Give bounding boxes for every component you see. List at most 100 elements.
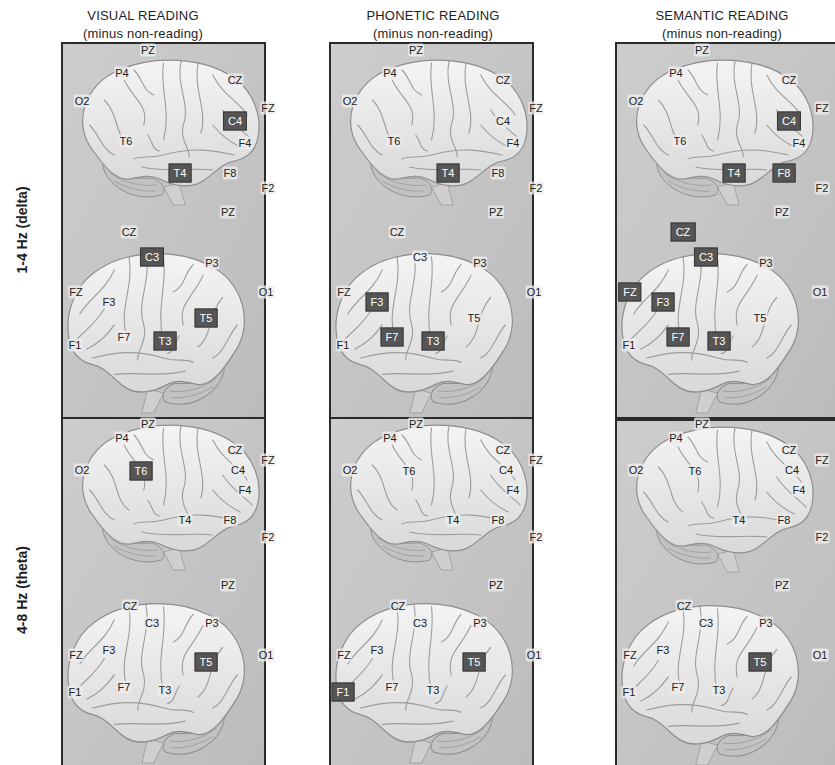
electrode-label: F1 (336, 339, 351, 352)
highlighted-electrode: C4 (223, 112, 247, 131)
electrode-label: T3 (712, 684, 727, 697)
electrode-label: CZ (781, 74, 798, 87)
electrode-label: PZ (140, 44, 156, 57)
electrode-label: P3 (472, 617, 487, 630)
electrode-label: CZ (676, 226, 691, 239)
electrode-label: F8 (223, 514, 238, 527)
column-heading: (minus non-reading) (83, 26, 203, 41)
electrode-label: T4 (174, 167, 187, 180)
electrode-label: O1 (812, 286, 829, 299)
highlighted-electrode: F3 (652, 293, 675, 312)
electrode-label: F7 (672, 331, 685, 344)
electrode-label: F7 (117, 681, 132, 694)
electrode-label: CZ (389, 226, 406, 239)
electrode-label: F3 (102, 644, 117, 657)
row-heading: 4-8 Hz (theta) (14, 546, 30, 634)
electrode-label: O1 (812, 649, 829, 662)
electrode-label: F2 (529, 182, 544, 195)
electrode-label: FZ (814, 102, 829, 115)
electrode-label: FZ (260, 454, 275, 467)
electrode-label: F3 (657, 296, 670, 309)
electrode-label: O1 (526, 286, 543, 299)
highlighted-electrode: F1 (332, 683, 355, 702)
electrode-label: F4 (792, 484, 807, 497)
electrode-label: P3 (204, 257, 219, 270)
electrode-label: F2 (815, 531, 830, 544)
electrode-label: F2 (261, 531, 276, 544)
electrode-label: F1 (68, 686, 83, 699)
electrode-label: F2 (261, 182, 276, 195)
electrode-label: F7 (386, 331, 399, 344)
electrode-label: FZ (68, 649, 83, 662)
electrode-label: C3 (145, 251, 159, 264)
electrode-label: F1 (622, 686, 637, 699)
electrode-label: P4 (382, 67, 397, 80)
electrode-label: T6 (119, 135, 134, 148)
electrode-label: C4 (498, 464, 514, 477)
electrode-label: F2 (815, 182, 830, 195)
highlighted-electrode: T6 (130, 462, 153, 481)
electrode-label: T6 (673, 135, 688, 148)
electrode-label: F3 (102, 296, 117, 309)
electrode-label: T5 (467, 312, 482, 325)
electrode-label: F8 (491, 167, 506, 180)
highlighted-electrode: C3 (140, 248, 164, 267)
electrode-label: O1 (526, 649, 543, 662)
electrode-label: C3 (412, 617, 428, 630)
highlighted-electrode: T5 (195, 309, 218, 328)
electrode-label: T4 (178, 514, 193, 527)
row-heading: 1-4 Hz (delta) (14, 186, 30, 273)
electrode-label: C4 (228, 115, 242, 128)
electrode-label: P3 (758, 617, 773, 630)
electrode-label: CZ (781, 444, 798, 457)
electrode-label: CZ (390, 600, 407, 613)
electrode-label: FZ (528, 454, 543, 467)
highlighted-electrode: F7 (667, 328, 690, 347)
electrode-label: F4 (792, 137, 807, 150)
electrode-label: FZ (814, 454, 829, 467)
highlighted-electrode: T4 (437, 164, 460, 183)
electrode-label: P3 (204, 617, 219, 630)
electrode-label: C3 (698, 617, 714, 630)
electrode-label: F4 (238, 484, 253, 497)
electrode-label: O2 (628, 464, 645, 477)
highlighted-electrode: CZ (671, 223, 696, 242)
column-heading: VISUAL READING (87, 8, 198, 23)
electrode-label: P4 (114, 67, 129, 80)
electrode-label: PZ (694, 44, 710, 57)
electrode-label: F8 (778, 167, 791, 180)
electrode-label: T6 (387, 135, 402, 148)
electrode-label: C4 (230, 464, 246, 477)
electrode-label: O2 (74, 95, 91, 108)
electrode-label: P3 (758, 257, 773, 270)
electrode-label: T3 (426, 684, 441, 697)
highlighted-electrode: T3 (422, 332, 445, 351)
electrode-label: P4 (114, 432, 129, 445)
electrode-label: PZ (774, 579, 790, 592)
electrode-label: O2 (74, 464, 91, 477)
electrode-label: F7 (671, 681, 686, 694)
electrode-label: PZ (488, 579, 504, 592)
electrode-label: T5 (468, 656, 481, 669)
electrode-label: F4 (506, 137, 521, 150)
highlighted-electrode: T4 (169, 164, 192, 183)
column-heading: PHONETIC READING (366, 8, 499, 23)
electrode-label: F1 (68, 339, 83, 352)
electrode-label: T3 (427, 335, 440, 348)
electrode-label: C3 (144, 617, 160, 630)
electrode-label: C4 (784, 464, 800, 477)
electrode-label: O2 (628, 95, 645, 108)
electrode-label: T3 (713, 335, 726, 348)
brain-illustrations (68, 60, 813, 765)
electrode-label: T5 (200, 312, 213, 325)
electrode-label: PZ (220, 206, 236, 219)
electrode-label: P3 (472, 257, 487, 270)
electrode-label: CZ (676, 600, 693, 613)
electrode-label: P4 (668, 67, 683, 80)
electrode-label: T3 (159, 335, 172, 348)
electrode-label: CZ (495, 74, 512, 87)
electrode-label: T5 (200, 656, 213, 669)
highlighted-electrode: T3 (154, 332, 177, 351)
electrode-label: C4 (782, 115, 796, 128)
electrode-label: CZ (495, 444, 512, 457)
